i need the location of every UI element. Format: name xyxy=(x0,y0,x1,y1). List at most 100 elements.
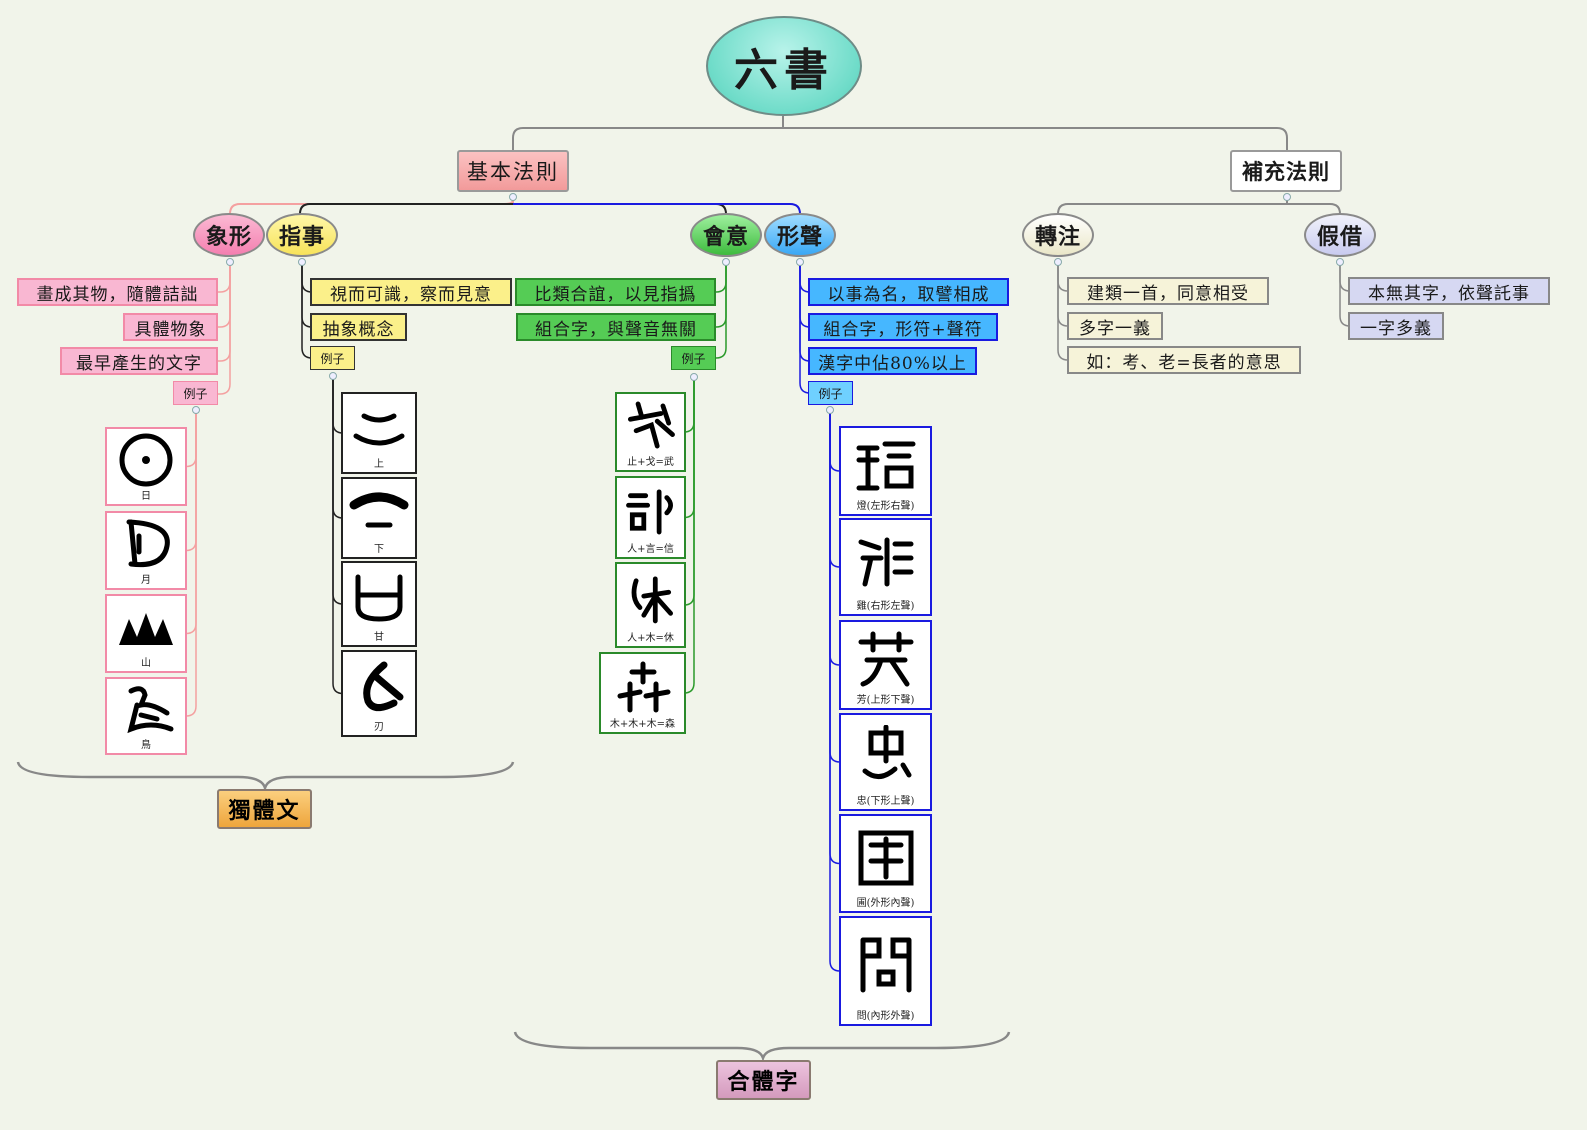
connector-line xyxy=(218,264,231,395)
xingsheng-item-2[interactable]: 組合字，形符+聲符 xyxy=(808,313,998,341)
seal-script-glyph xyxy=(617,566,684,630)
collapse-dot-icon[interactable] xyxy=(192,406,200,414)
collapse-dot-icon[interactable] xyxy=(1283,193,1291,201)
xiangxing-example-label[interactable]: 例子 xyxy=(173,381,218,405)
seal-script-glyph xyxy=(617,480,684,541)
example-caption: 月 xyxy=(141,575,151,586)
type-xiangxing[interactable]: 象形 xyxy=(193,213,265,257)
huiyi-example-label[interactable]: 例子 xyxy=(671,346,716,370)
moon-glyph-icon xyxy=(126,519,170,567)
xingsheng-example-card[interactable]: 雞(右形左聲) xyxy=(839,518,932,616)
collapse-dot-icon[interactable] xyxy=(722,258,730,266)
connector-line xyxy=(185,412,197,468)
collapse-dot-icon[interactable] xyxy=(1336,258,1344,266)
xiangxing-item-1[interactable]: 畫成其物，隨體詰詘 xyxy=(17,278,218,306)
seal-script-glyph xyxy=(841,522,930,598)
jiajie-item-1[interactable]: 本無其字，依聲託事 xyxy=(1348,277,1550,305)
mount-glyph-icon xyxy=(119,612,173,645)
example-caption: 山 xyxy=(141,658,151,669)
collapse-dot-icon[interactable] xyxy=(509,193,517,201)
xiangxing-example-card[interactable]: 山 xyxy=(105,594,187,673)
example-caption: 鳥 xyxy=(141,740,151,751)
type-zhishi[interactable]: 指事 xyxy=(266,213,338,257)
type-jiajie[interactable]: 假借 xyxy=(1304,213,1376,257)
xiangxing-item-2[interactable]: 具體物象 xyxy=(123,313,218,341)
collapse-dot-icon[interactable] xyxy=(329,372,337,380)
seal-script-glyph xyxy=(107,681,185,737)
zhishi-item-1[interactable]: 視而可識，察而見意 xyxy=(310,278,512,306)
huiyi-example-card[interactable]: 木+木+木=森 xyxy=(599,652,686,734)
connector-line xyxy=(715,264,727,293)
seal-script-glyph xyxy=(601,656,684,716)
huiyi-example-card[interactable]: 止+戈=武 xyxy=(615,392,686,472)
branch-supplement-rules[interactable]: 補充法則 xyxy=(1230,150,1342,192)
xingsheng-example-card[interactable]: 燈(左形右聲) xyxy=(839,426,932,516)
seal-script-glyph xyxy=(617,396,684,454)
connector-line xyxy=(715,264,727,328)
collapse-dot-icon[interactable] xyxy=(1054,258,1062,266)
gan-glyph-icon xyxy=(355,574,403,622)
xiangxing-example-card[interactable]: 鳥 xyxy=(105,677,187,755)
example-caption: 問(內形外聲) xyxy=(856,1011,915,1022)
huiyi-item-2[interactable]: 組合字，與聲音無關 xyxy=(516,313,716,341)
connector-line xyxy=(185,412,197,552)
ren-glyph-icon xyxy=(363,661,404,711)
seal-script-glyph xyxy=(841,818,930,895)
huiyi-example-card[interactable]: 人+言=信 xyxy=(615,476,686,559)
zhishi-example-card[interactable]: 甘 xyxy=(341,561,417,647)
xin-glyph-icon xyxy=(626,488,673,534)
xia-glyph-icon xyxy=(349,492,409,528)
collapse-dot-icon[interactable] xyxy=(298,258,306,266)
xingsheng-item-1[interactable]: 以事為名，取譬相成 xyxy=(808,278,1009,306)
xiangxing-example-card[interactable]: 日 xyxy=(105,427,187,506)
zhuanzhu-item-2[interactable]: 多字一義 xyxy=(1067,312,1163,340)
type-xingsheng[interactable]: 形聲 xyxy=(764,213,836,257)
jiajie-item-2[interactable]: 一字多義 xyxy=(1348,312,1444,340)
branch-basic-rules[interactable]: 基本法則 xyxy=(457,150,569,192)
zhishi-example-card[interactable]: 上 xyxy=(341,392,417,474)
type-zhuanzhu[interactable]: 轉注 xyxy=(1022,213,1094,257)
zhishi-example-card[interactable]: 下 xyxy=(341,477,417,559)
collapse-dot-icon[interactable] xyxy=(226,258,234,266)
connector-line xyxy=(218,264,231,293)
zhishi-example-label[interactable]: 例子 xyxy=(310,346,355,370)
collapse-dot-icon[interactable] xyxy=(826,406,834,414)
seal-script-glyph xyxy=(841,624,930,692)
xingsheng-example-card[interactable]: 問(內形外聲) xyxy=(839,916,932,1026)
summary-single-body-characters[interactable]: 獨體文 xyxy=(217,789,312,829)
example-caption: 日 xyxy=(141,491,151,502)
xingsheng-example-label[interactable]: 例子 xyxy=(808,381,853,405)
type-huiyi[interactable]: 會意 xyxy=(690,213,762,257)
xiangxing-item-3[interactable]: 最早產生的文字 xyxy=(60,347,218,375)
example-caption: 甘 xyxy=(374,632,384,643)
example-caption: 圃(外形內聲) xyxy=(856,898,915,909)
xingsheng-example-card[interactable]: 忠(下形上聲) xyxy=(839,713,932,811)
collapse-dot-icon[interactable] xyxy=(796,258,804,266)
ji-glyph-icon xyxy=(858,537,913,587)
root-node[interactable]: 六書 xyxy=(706,16,862,116)
sun-glyph-icon xyxy=(119,433,173,486)
example-caption: 下 xyxy=(374,544,384,555)
shang-glyph-icon xyxy=(353,413,405,446)
zhishi-item-2[interactable]: 抽象概念 xyxy=(310,313,407,341)
brace-icon xyxy=(513,1031,1011,1063)
zhuanzhu-item-1[interactable]: 建類一首，同意相受 xyxy=(1067,277,1269,305)
xingsheng-example-card[interactable]: 圃(外形內聲) xyxy=(839,814,932,913)
example-caption: 雞(右形左聲) xyxy=(856,601,915,612)
huiyi-item-1[interactable]: 比類合誼，以見指撝 xyxy=(515,278,716,306)
seal-script-glyph xyxy=(343,481,415,541)
zhong-glyph-icon xyxy=(862,725,911,779)
zhishi-example-card[interactable]: 刃 xyxy=(341,650,417,737)
summary-compound-characters[interactable]: 合體字 xyxy=(716,1060,811,1100)
xingsheng-example-card[interactable]: 芳(上形下聲) xyxy=(839,620,932,710)
xingsheng-item-3[interactable]: 漢字中佔80%以上 xyxy=(808,347,977,375)
connector-line xyxy=(1057,200,1341,215)
connector-line xyxy=(513,203,801,215)
xiangxing-example-card[interactable]: 月 xyxy=(105,511,187,590)
huiyi-example-card[interactable]: 人+木=休 xyxy=(615,562,686,648)
seal-script-glyph xyxy=(343,565,415,629)
connector-line xyxy=(715,264,727,359)
collapse-dot-icon[interactable] xyxy=(690,373,698,381)
zhuanzhu-item-3[interactable]: 如：考、老=長者的意思 xyxy=(1067,346,1301,374)
seal-script-glyph xyxy=(107,515,185,572)
